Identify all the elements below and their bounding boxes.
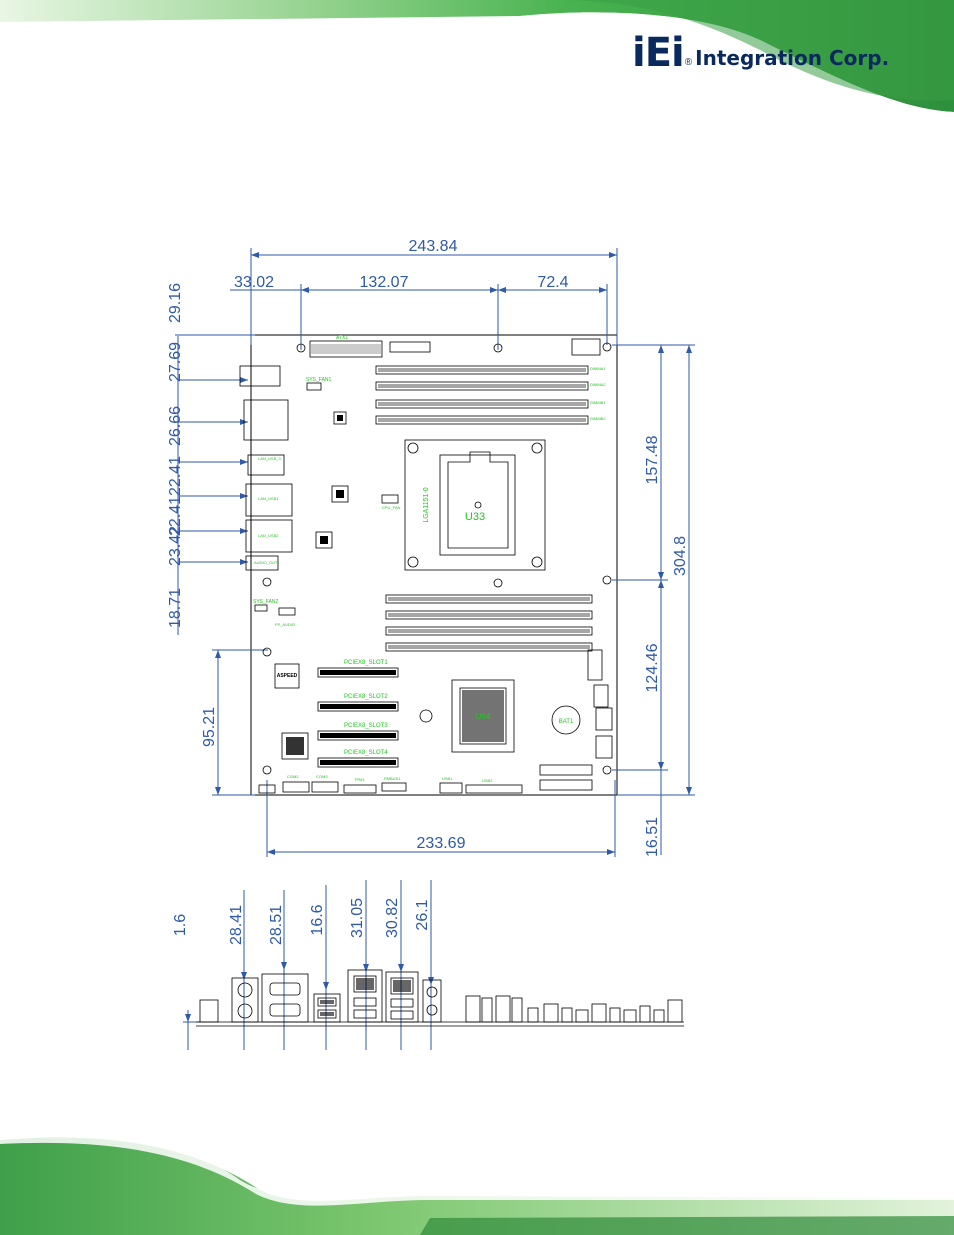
dim-left-2: 27.69: [167, 342, 184, 382]
cpu-fan-label: CPU_FAN: [382, 505, 401, 510]
atx-label: ATX1: [336, 335, 348, 341]
dim-right-upper: 157.48: [644, 435, 661, 484]
io-dim-3: 28.51: [268, 905, 285, 945]
dimension-arrows: [215, 252, 692, 855]
dim-left-8: 95.21: [201, 707, 218, 747]
lan-usb2-label: LAN_USB2: [258, 533, 279, 538]
top-banner: [0, 0, 954, 115]
tpm-label: TPM1: [354, 777, 365, 782]
dim-bottom-width: 233.69: [417, 835, 466, 852]
usb1-label: USB1: [442, 776, 453, 781]
dimm-b2-label: DIMMB2: [590, 416, 606, 421]
board-components: [239, 338, 613, 794]
silkscreen-labels: U33 LGA1151-0 U64 BAT1 PCIEX8_SLOT1 PCIE…: [253, 335, 606, 783]
dim-left-3: 26.66: [167, 406, 184, 446]
io-dim-6: 30.82: [384, 898, 401, 938]
lan-usb3-label: LAN_USB_3: [258, 456, 281, 461]
io-dim-2: 28.41: [228, 905, 245, 945]
cpu-ref-label: U33: [465, 511, 485, 523]
dimm-b1-label: DIMMB1: [590, 400, 606, 405]
io-dim-4: 16.6: [309, 904, 326, 935]
dim-right-lower: 124.46: [644, 643, 661, 692]
chipset-label: U64: [476, 712, 491, 721]
bmc-label: ASPEED: [277, 673, 298, 679]
slot2-label: PCIEX8_SLOT2: [344, 694, 388, 700]
mount-hole: [602, 342, 612, 352]
bottom-banner: [0, 1132, 954, 1235]
dimm-a1-label: DIMMA1: [590, 366, 606, 371]
sys-fan2-label: SYS_FAN2: [253, 599, 279, 605]
mount-hole: [262, 577, 272, 587]
battery-label: BAT1: [559, 719, 574, 725]
board-outline: [250, 334, 618, 796]
slot-fills: [286, 344, 590, 765]
audio-label: AUDIO_OUT: [254, 560, 278, 565]
fp-audio-label: FP_AUDIO: [275, 622, 295, 627]
io-panel-view: [196, 969, 684, 1027]
dim-offset-left: 33.02: [234, 274, 274, 291]
mount-hole: [493, 343, 503, 353]
registered-mark: ®: [684, 56, 693, 68]
company-logo: iEi ® Integration Corp.: [632, 28, 889, 78]
dim-left-4: 22.41: [167, 456, 184, 496]
mount-hole: [296, 343, 306, 353]
dim-left-6: 23.42: [167, 526, 184, 566]
pmbus-label: PMBUS1: [384, 776, 401, 781]
dim-left-7: 18.71: [167, 588, 184, 628]
mount-hole: [493, 578, 503, 588]
logo-mark: iEi: [632, 30, 685, 76]
io-dim-5: 31.05: [349, 898, 366, 938]
io-dim-1: 1.6: [172, 914, 189, 936]
dim-overall-width: 243.84: [409, 238, 458, 255]
dimension-lines: [175, 248, 695, 857]
slot4-label: PCIEX8_SLOT4: [344, 750, 388, 756]
usb2-label: USB2: [482, 778, 493, 783]
dim-left-1: 29.16: [167, 283, 184, 323]
dimm-a2-label: DIMMA2: [590, 382, 606, 387]
com3-label: COM3: [316, 774, 328, 779]
dim-span-right: 72.4: [537, 274, 568, 291]
dim-left-5: 22.41: [167, 496, 184, 536]
mount-hole: [602, 765, 612, 775]
lan-usb1-label: LAN_USB1: [258, 496, 279, 501]
company-name: Integration Corp.: [695, 46, 890, 70]
com2-label: COM2: [287, 774, 299, 779]
mount-hole: [602, 575, 612, 585]
sys-fan1-label: SYS_FAN1: [306, 377, 332, 383]
dim-right-overall: 304.8: [672, 536, 689, 576]
io-dim-7: 26.1: [414, 899, 431, 930]
io-panel-fills: [320, 978, 411, 1016]
io-dimension-arrows: [185, 962, 434, 1022]
dim-span-middle: 132.07: [360, 274, 409, 291]
dim-right-bottom: 16.51: [644, 817, 661, 857]
cpu-socket-label: LGA1151-0: [423, 487, 430, 522]
slot1-label: PCIEX8_SLOT1: [344, 660, 388, 666]
mount-hole: [262, 765, 272, 775]
mount-hole: [262, 647, 272, 657]
slot3-label: PCIEX8_SLOT3: [344, 723, 388, 729]
